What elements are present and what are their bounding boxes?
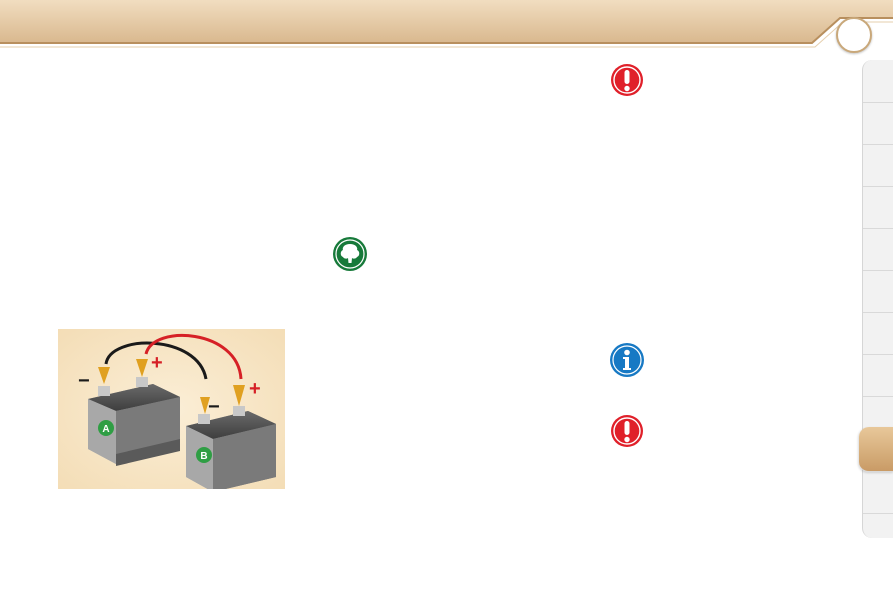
chapter-tab[interactable] <box>863 102 893 145</box>
minus-sign-b: − <box>208 396 220 418</box>
chapter-tab[interactable] <box>863 354 893 397</box>
battery-jump-start-figure: A B − + − + <box>58 329 285 492</box>
battery-b: B <box>186 406 276 492</box>
chapter-tab[interactable] <box>863 471 893 514</box>
plus-sign-a: + <box>151 352 163 374</box>
chapter-tab[interactable] <box>863 228 893 271</box>
chapter-tab[interactable] <box>863 186 893 229</box>
battery-a-label: A <box>102 424 109 435</box>
header-band <box>0 0 893 48</box>
minus-sign-a: − <box>78 370 90 392</box>
page-number-badge <box>836 17 872 53</box>
chapter-tab[interactable] <box>863 270 893 313</box>
exclamation-warning-icon <box>611 415 643 447</box>
plus-sign-b: + <box>249 378 261 400</box>
chapter-tab[interactable] <box>863 144 893 187</box>
tree-eco-icon <box>333 237 367 271</box>
chapter-tab[interactable] <box>863 312 893 355</box>
battery-a: A <box>88 377 180 466</box>
battery-b-label: B <box>200 451 207 462</box>
exclamation-warning-icon <box>611 64 643 96</box>
chapter-tab-active[interactable] <box>859 427 893 472</box>
chapter-tabs <box>859 60 893 538</box>
chapter-tab[interactable] <box>863 60 893 103</box>
info-icon <box>610 343 644 377</box>
